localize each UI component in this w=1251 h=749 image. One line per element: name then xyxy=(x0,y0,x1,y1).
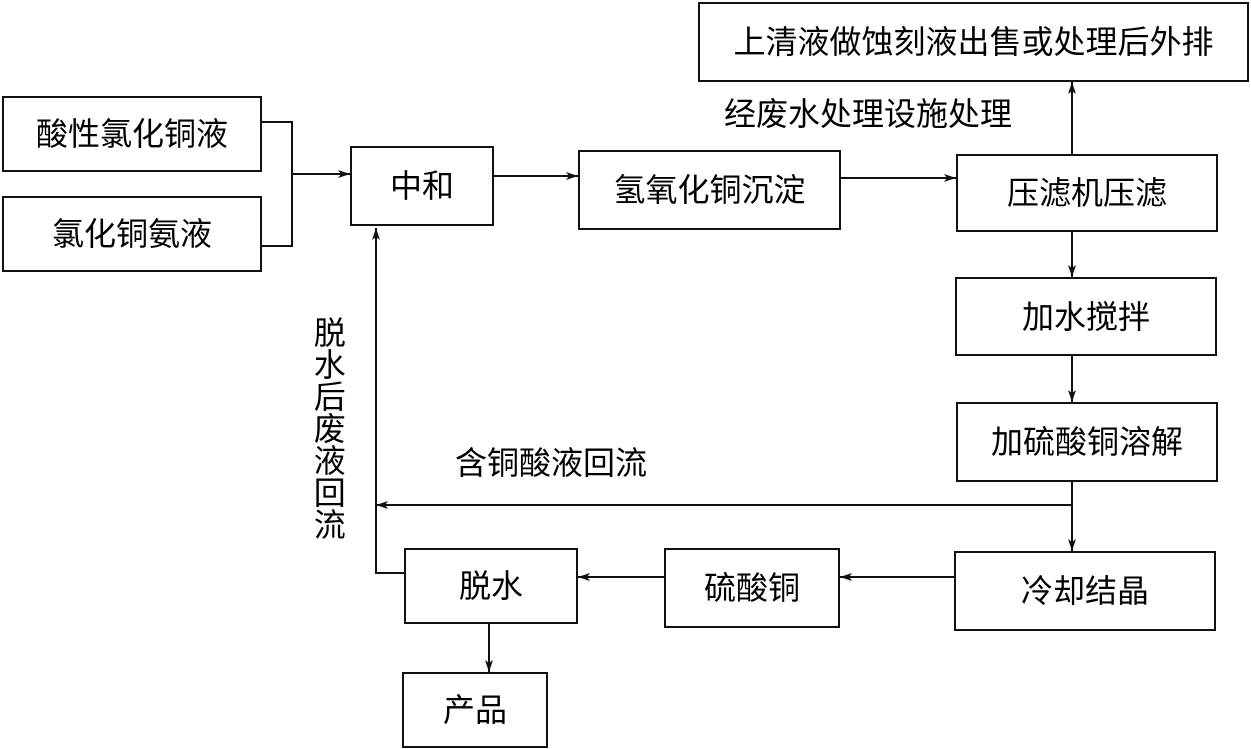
label-wastewater: 经废水处理设施处理 xyxy=(724,95,1013,133)
dewater-return-line xyxy=(372,228,404,574)
node-ammoniacal-cucl2: 氯化铜氨液 xyxy=(2,196,262,272)
node-neutralize: 中和 xyxy=(350,146,494,226)
node-cu-hydroxide: 氢氧化铜沉淀 xyxy=(578,150,841,230)
node-dewater: 脱水 xyxy=(404,548,578,624)
node-filter-press: 压滤机压滤 xyxy=(956,154,1218,232)
node-product: 产品 xyxy=(402,672,548,748)
label-acid-return: 含铜酸液回流 xyxy=(455,444,648,482)
node-cuso4: 硫酸铜 xyxy=(664,548,840,628)
node-dissolve: 加硫酸铜溶解 xyxy=(956,402,1218,482)
node-add-water: 加水搅拌 xyxy=(955,277,1217,356)
node-crystallize: 冷却结晶 xyxy=(954,551,1216,631)
node-acidic-cucl2: 酸性氯化铜液 xyxy=(2,96,262,172)
node-supernatant: 上清液做蚀刻液出售或处理后外排 xyxy=(698,2,1249,82)
bracket-inputs xyxy=(262,121,293,247)
label-dewater-return: 脱水后废液回流 xyxy=(308,316,347,540)
